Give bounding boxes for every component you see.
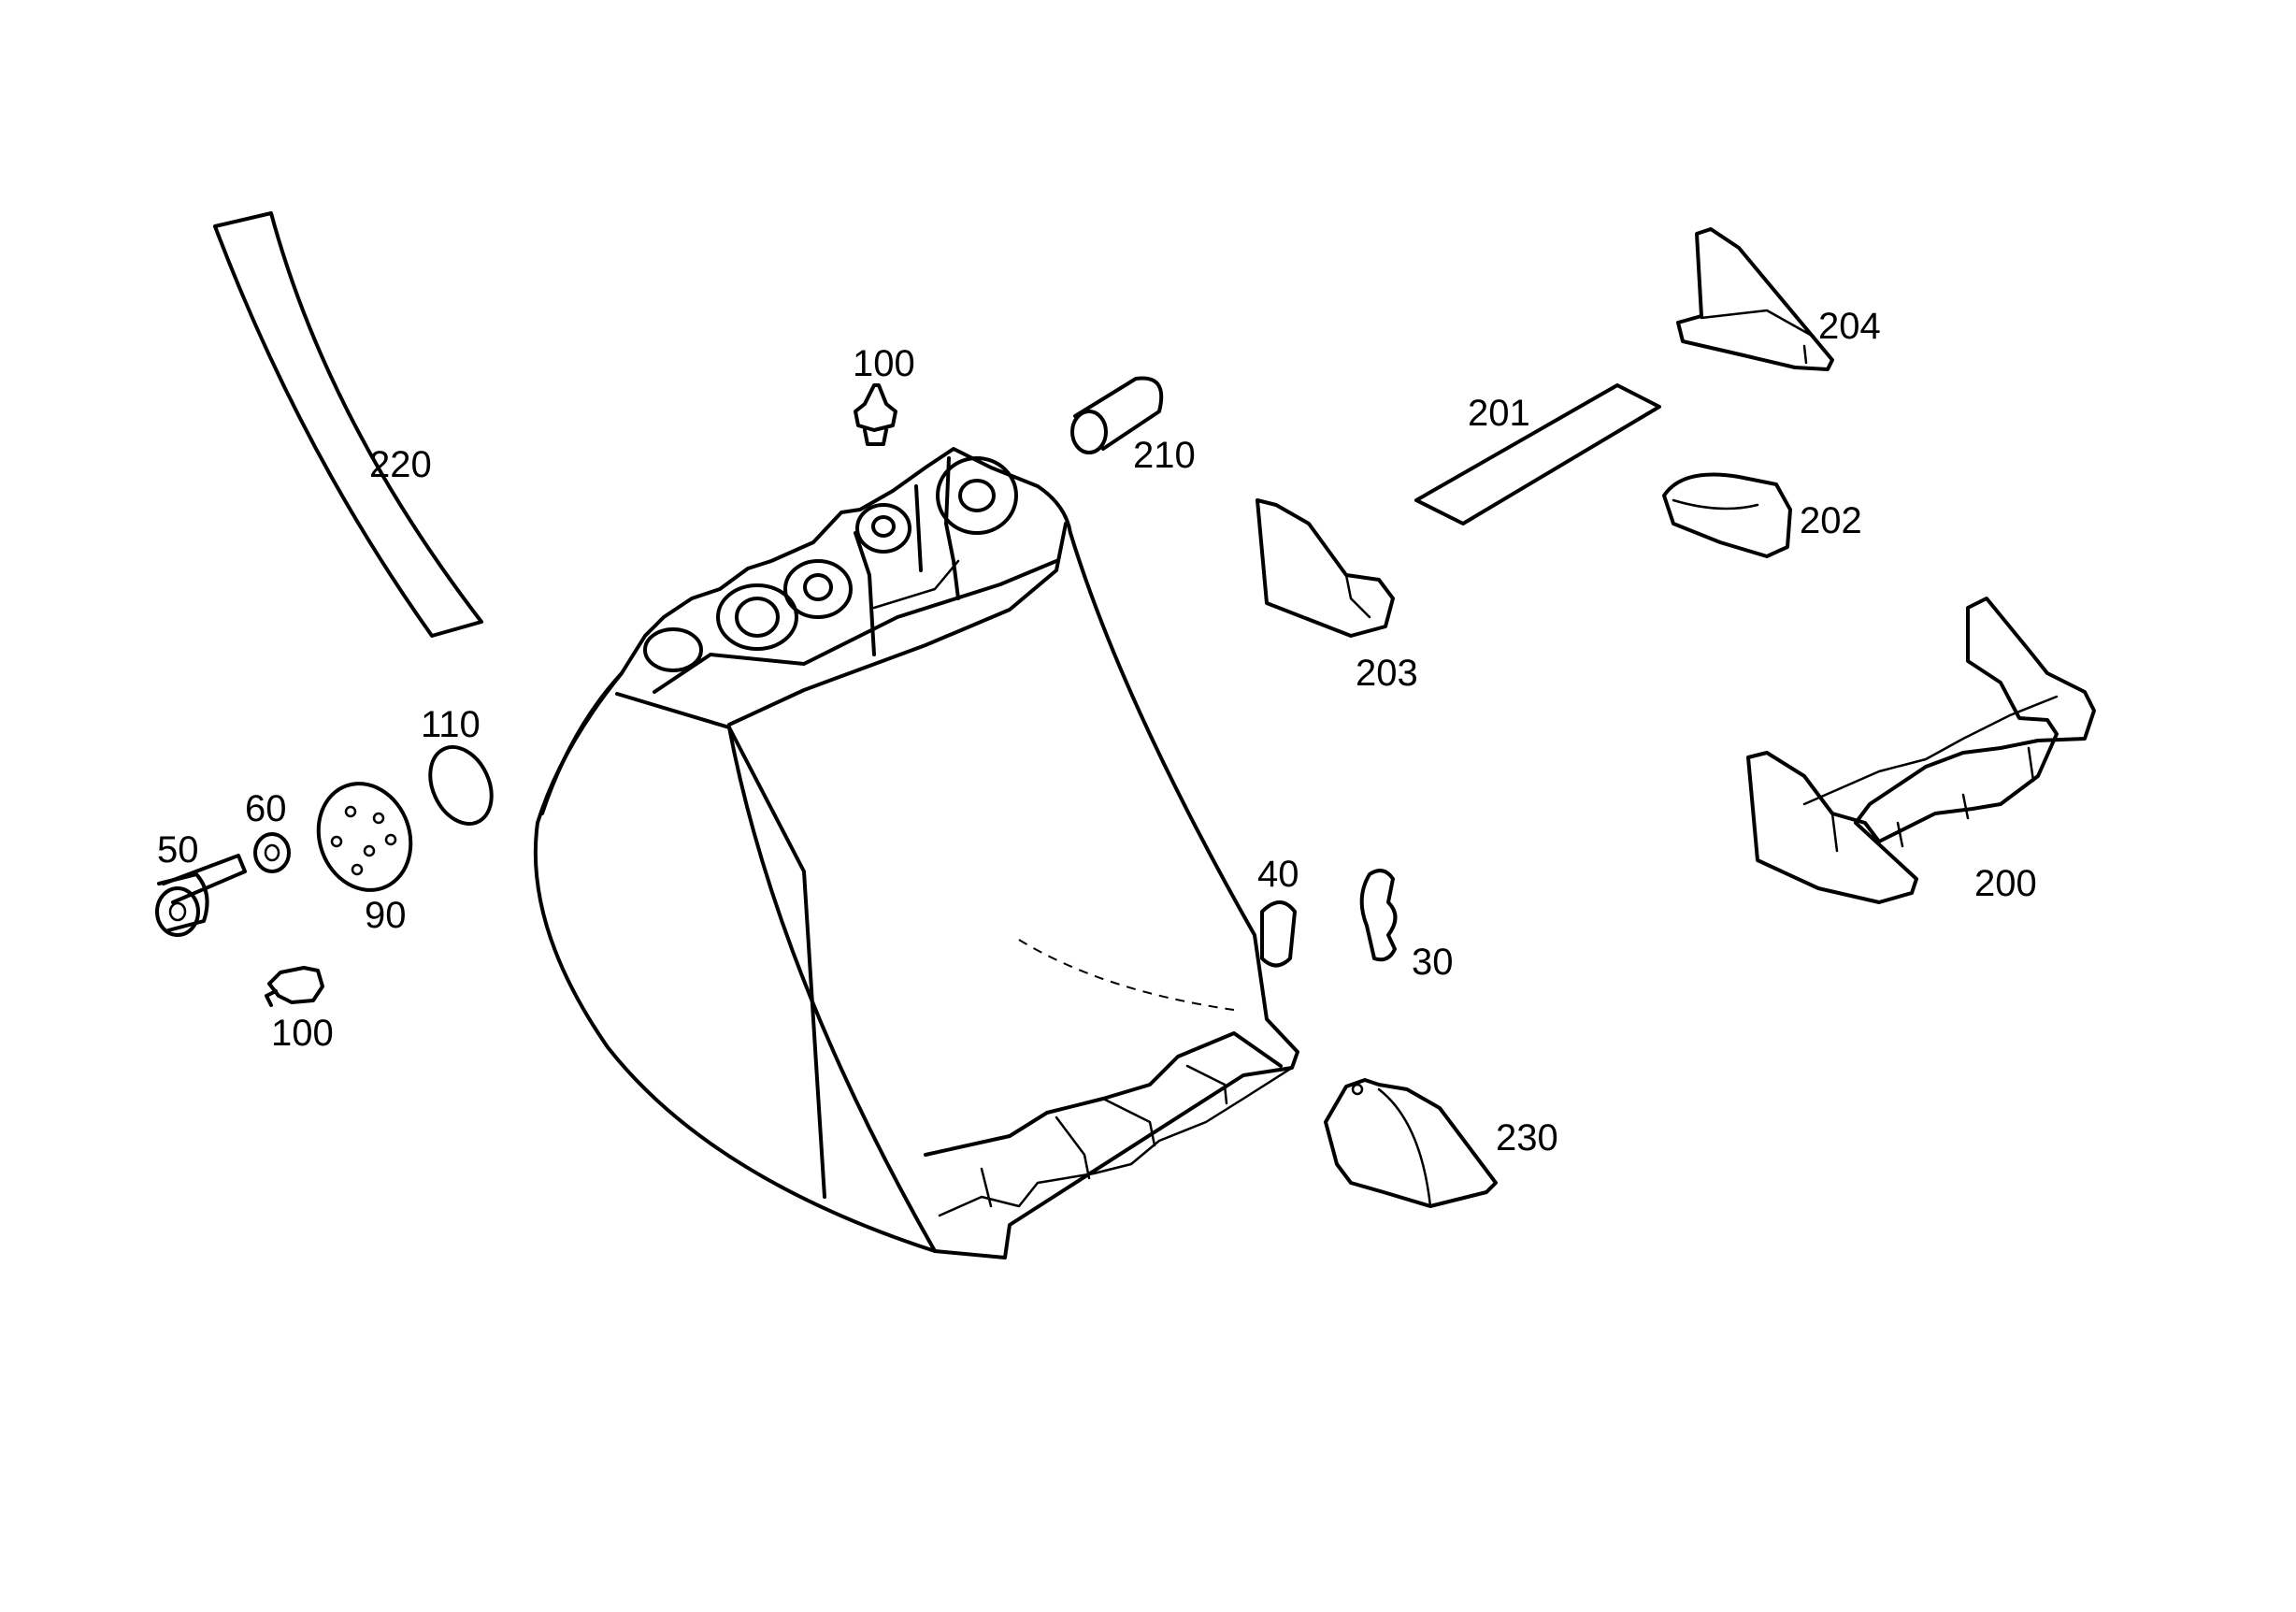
- callout-60: 60: [245, 788, 287, 829]
- callout-40: 40: [1257, 854, 1299, 895]
- part-90-shim-disc: [316, 782, 413, 892]
- callout-230: 230: [1496, 1117, 1558, 1159]
- callout-100-top: 100: [853, 343, 915, 384]
- part-100-grease-nipple-bottom: [265, 966, 324, 1007]
- callout-90: 90: [365, 895, 407, 936]
- callout-110: 110: [421, 704, 481, 745]
- part-200-cutting-edge-assembly: [1746, 597, 2096, 904]
- callout-203: 203: [1356, 653, 1418, 694]
- part-30-retainer: [1359, 869, 1398, 962]
- part-202-adapter-cap: [1662, 472, 1792, 558]
- part-110-o-ring: [428, 745, 494, 826]
- callout-202: 202: [1800, 500, 1862, 541]
- part-100-grease-nipple-top: [854, 383, 897, 446]
- part-210-bushing: [1070, 376, 1164, 454]
- callout-200: 200: [1974, 863, 2037, 904]
- part-203-side-cutter: [1256, 498, 1395, 638]
- callout-204: 204: [1818, 306, 1881, 347]
- callout-201: 201: [1468, 393, 1530, 434]
- part-204-side-cutter: [1676, 227, 1834, 371]
- bucket-body: [533, 447, 1299, 1259]
- part-50-bolt: [155, 854, 247, 937]
- part-40-pin: [1260, 900, 1297, 968]
- part-201-plate: [1414, 383, 1661, 525]
- callout-210: 210: [1133, 435, 1196, 476]
- part-60-washer: [253, 832, 291, 873]
- callout-30: 30: [1412, 942, 1454, 983]
- callout-50: 50: [157, 829, 199, 871]
- callout-100-bottom: 100: [271, 1013, 334, 1054]
- callout-220: 220: [369, 444, 432, 485]
- part-220-wear-strip: [213, 211, 483, 638]
- part-230-tooth: [1324, 1078, 1498, 1208]
